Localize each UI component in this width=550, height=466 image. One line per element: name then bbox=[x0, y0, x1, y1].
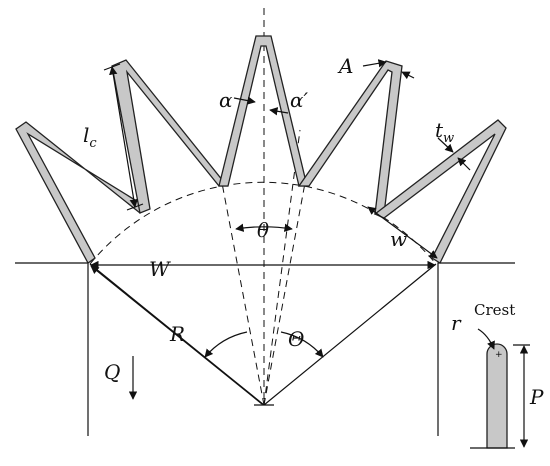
label-alpha: α bbox=[219, 88, 233, 112]
svg-text:+: + bbox=[495, 350, 503, 360]
dim-w bbox=[367, 206, 438, 259]
fins bbox=[15, 35, 507, 264]
label-r: r bbox=[451, 311, 462, 335]
label-R: R bbox=[169, 322, 185, 346]
label-P: P bbox=[529, 385, 544, 409]
label-tw: tw bbox=[435, 118, 454, 146]
crest-fin bbox=[486, 343, 508, 449]
fin-4 bbox=[297, 60, 403, 215]
dim-R bbox=[90, 265, 263, 405]
crest-inset: + bbox=[470, 328, 530, 449]
label-alpha-prime: α′ bbox=[290, 88, 309, 112]
fin-5 bbox=[373, 119, 507, 264]
label-crest: Crest bbox=[474, 301, 515, 319]
angle-arcs bbox=[204, 96, 324, 358]
fin-2 bbox=[111, 59, 229, 214]
label-lc: lc bbox=[83, 123, 97, 151]
label-Theta: Θ bbox=[288, 327, 304, 351]
dim-A bbox=[362, 59, 415, 80]
label-theta: θ bbox=[257, 218, 269, 242]
base-walls bbox=[15, 262, 515, 436]
dim-tw bbox=[437, 137, 471, 171]
label-Q: Q bbox=[104, 360, 120, 384]
label-w: w bbox=[390, 227, 407, 251]
label-A: A bbox=[337, 54, 353, 78]
dim-lc bbox=[103, 63, 144, 211]
label-W: W bbox=[149, 257, 171, 281]
